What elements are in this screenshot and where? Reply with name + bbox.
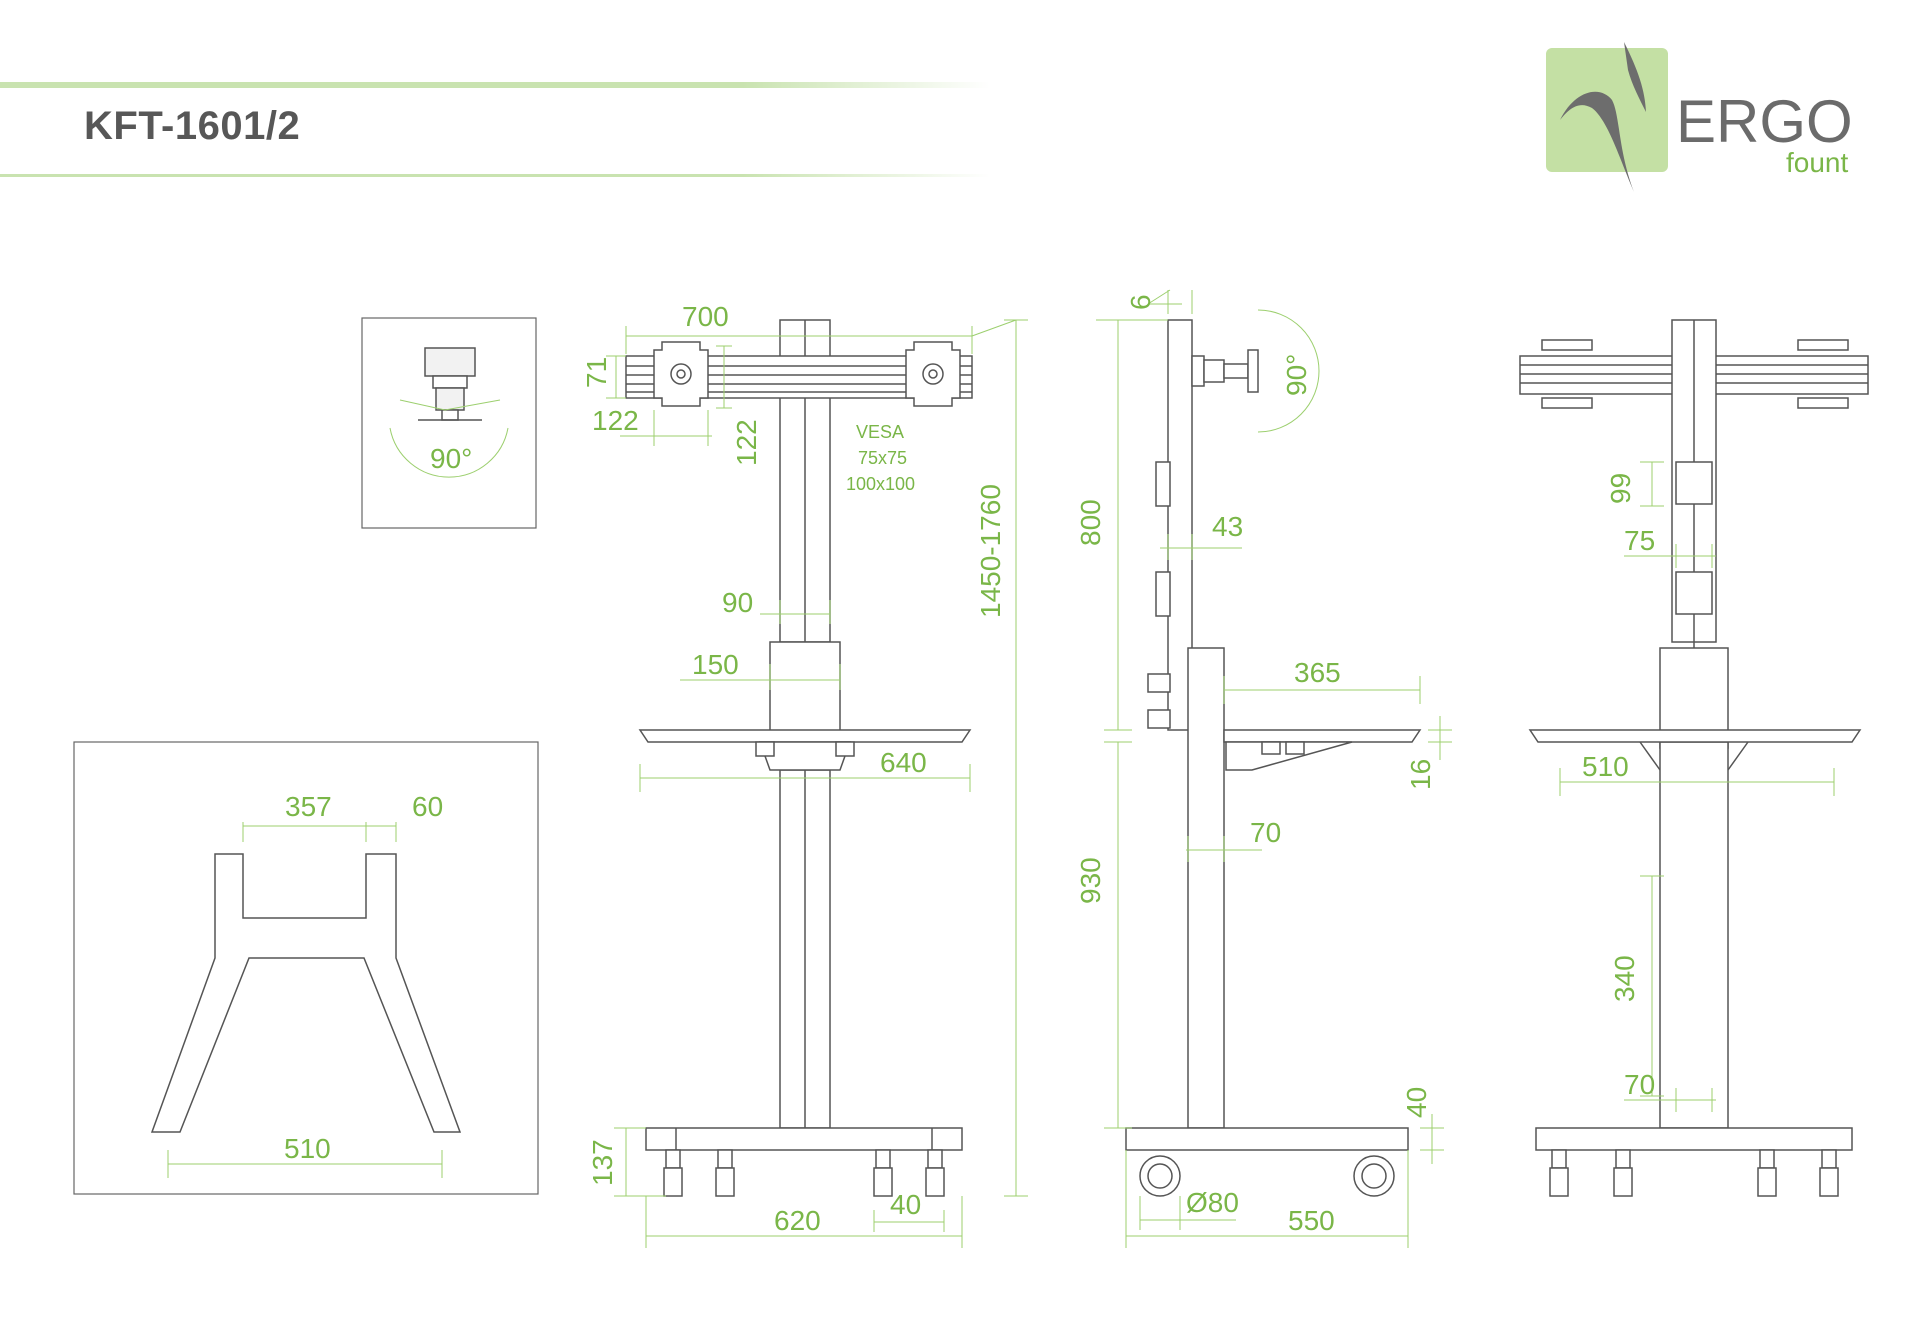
logo: ERGO fount (1546, 42, 1853, 192)
dim-700: 700 (682, 301, 729, 332)
dim-70-side: 70 (1250, 817, 1281, 848)
base-plan-outline (150, 853, 462, 1133)
logo-swoosh (1560, 91, 1634, 192)
logo-word: ERGO (1676, 88, 1853, 155)
dim-40-front: 40 (890, 1189, 921, 1220)
top-view-angle: 90° (430, 443, 472, 474)
dim-620: 620 (774, 1205, 821, 1236)
dim-40-side: 40 (1401, 1087, 1432, 1118)
top-view-panel: 90° (361, 317, 537, 529)
dim-70-back: 70 (1624, 1069, 1655, 1100)
front-shelf (638, 729, 972, 743)
dim-71: 71 (581, 357, 612, 388)
dim-90: 90 (722, 587, 753, 618)
dim-137: 137 (587, 1139, 618, 1186)
dim-365: 365 (1294, 657, 1341, 688)
front-view: 700 71 122 122 VESA 75x75 100x100 90 150… (581, 301, 1028, 1248)
logo-sub: fount (1786, 147, 1848, 178)
front-base (645, 1127, 963, 1151)
vesa-title: VESA (856, 422, 904, 442)
header-rule-bottom (0, 174, 990, 177)
dim-150: 150 (692, 649, 739, 680)
dim-99: 99 (1605, 473, 1636, 504)
dim-60: 60 (412, 791, 443, 822)
dim-800: 800 (1075, 499, 1106, 546)
dim-357: 357 (285, 791, 332, 822)
base-plan-panel: 357 60 510 (73, 741, 539, 1195)
dim-caster-diameter: Ø80 (1186, 1187, 1239, 1218)
side-tilt-angle: 90° (1281, 354, 1312, 396)
side-base (1125, 1127, 1409, 1151)
dim-6: 6 (1125, 294, 1156, 310)
vesa-size-100: 100x100 (846, 474, 915, 494)
dim-overall-height: 1450-1760 (975, 484, 1006, 618)
side-shelf (1223, 729, 1422, 743)
dim-510-back: 510 (1582, 751, 1629, 782)
model-title: KFT-1601/2 (84, 104, 301, 148)
vesa-size-75: 75x75 (858, 448, 907, 468)
logo-blade (1624, 42, 1646, 112)
dim-43: 43 (1212, 511, 1243, 542)
dim-930: 930 (1075, 857, 1106, 904)
dim-550: 550 (1288, 1205, 1335, 1236)
back-shelf (1528, 729, 1862, 743)
dim-122-v: 122 (731, 419, 762, 466)
back-view: 99 75 510 340 70 (1519, 319, 1869, 1197)
back-base (1535, 1127, 1853, 1151)
dim-340: 340 (1609, 955, 1640, 1002)
dim-16: 16 (1405, 759, 1436, 790)
dim-510-base: 510 (284, 1133, 331, 1164)
side-view: 90° 6 800 43 365 16 930 70 40 Ø80 550 (1075, 289, 1452, 1248)
dim-640: 640 (880, 747, 927, 778)
dim-75: 75 (1624, 525, 1655, 556)
dim-122-h: 122 (592, 405, 639, 436)
header-rule-top (0, 82, 990, 88)
